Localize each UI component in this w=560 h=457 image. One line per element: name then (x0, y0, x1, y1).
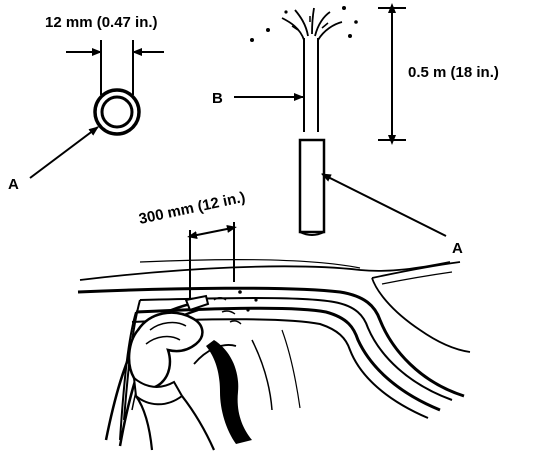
interior-shadow (206, 329, 301, 444)
callout-b: B (212, 90, 304, 107)
hose-diameter-label: 12 mm (0.47 in.) (45, 14, 158, 31)
callout-b-label: B (212, 90, 223, 107)
spray-nozzle (184, 294, 210, 312)
hand-with-hose (104, 290, 258, 451)
arm-sleeve (135, 395, 216, 451)
callout-a-upper-label: A (8, 176, 19, 193)
spray-distance-callout: 300 mm (12 in.) (137, 189, 247, 300)
hose-end (298, 138, 326, 234)
hose-cross-section-inner (100, 95, 134, 129)
water-height-label: 0.5 m (18 in.) (408, 64, 499, 81)
water-height-test: 0.5 m (18 in.) (250, 2, 499, 236)
hose-cross-section-outer (93, 88, 141, 136)
water-splash (281, 7, 343, 41)
callout-a-lower: A (321, 173, 463, 257)
gloved-hand (127, 311, 204, 390)
callout-a-lower-label: A (452, 240, 463, 257)
callout-a-upper: A (8, 126, 99, 193)
car-door-frame (77, 258, 471, 441)
hose-diameter-callout: 12 mm (0.47 in.) (45, 14, 164, 136)
spray-distance-label: 300 mm (12 in.) (137, 189, 247, 228)
